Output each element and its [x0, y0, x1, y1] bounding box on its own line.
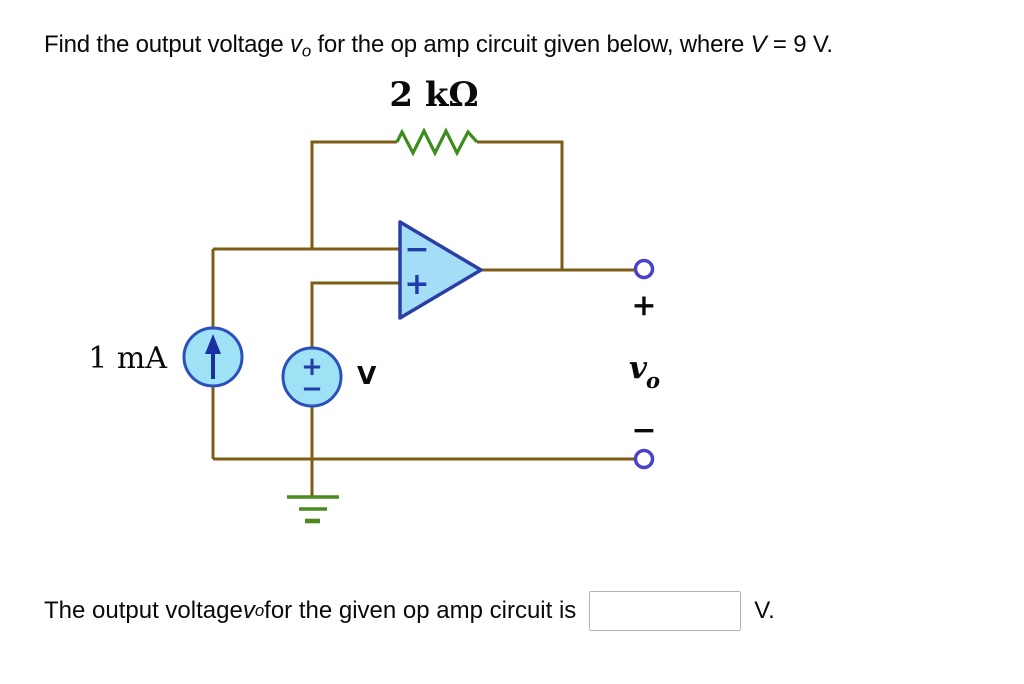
current-source-value-label: 1 mA	[88, 341, 167, 376]
answer-input[interactable]	[589, 591, 742, 631]
answer-unit-label: V.	[754, 597, 775, 624]
output-terminal-bottom	[633, 448, 655, 470]
question-mid: for the op amp circuit given below, wher…	[311, 31, 751, 58]
question-var-vo-sub: o	[301, 41, 311, 61]
current-arrow-icon	[205, 334, 221, 379]
question-text: Find the output voltage vo for the op am…	[44, 31, 833, 65]
answer-var-vo-sub: o	[254, 601, 265, 620]
question-var-vo: v	[290, 31, 302, 58]
answer-var-vo: v	[242, 597, 255, 624]
voltage-source-plus: +	[301, 352, 323, 382]
ground-icon	[287, 495, 339, 524]
answer-pre: The output voltage	[44, 597, 243, 624]
opamp-noninverting-label: +	[404, 267, 429, 302]
output-terminal-top	[633, 258, 655, 280]
resistor-value-label: 2 kΩ	[389, 75, 478, 115]
opamp-inverting-label: −	[404, 232, 429, 267]
noninverting-input-wire	[310, 281, 400, 349]
question-pre: Find the output voltage	[44, 31, 291, 58]
output-vo-label: v	[629, 350, 648, 386]
voltage-source-name-label: V	[357, 361, 377, 390]
answer-post: for the given op amp circuit is	[264, 597, 577, 624]
opamp-triangle	[398, 220, 483, 320]
output-minus-label: −	[631, 413, 656, 448]
feedback-wire	[310, 140, 564, 270]
resistor-zigzag	[395, 127, 479, 157]
voltage-source-circle	[281, 346, 343, 408]
question-post: = 9 V.	[766, 31, 833, 58]
output-plus-label: +	[631, 288, 656, 323]
question-var-v: V	[750, 31, 767, 58]
voltage-source-minus: −	[301, 374, 323, 404]
output-vo-sub-label: o	[646, 368, 660, 393]
